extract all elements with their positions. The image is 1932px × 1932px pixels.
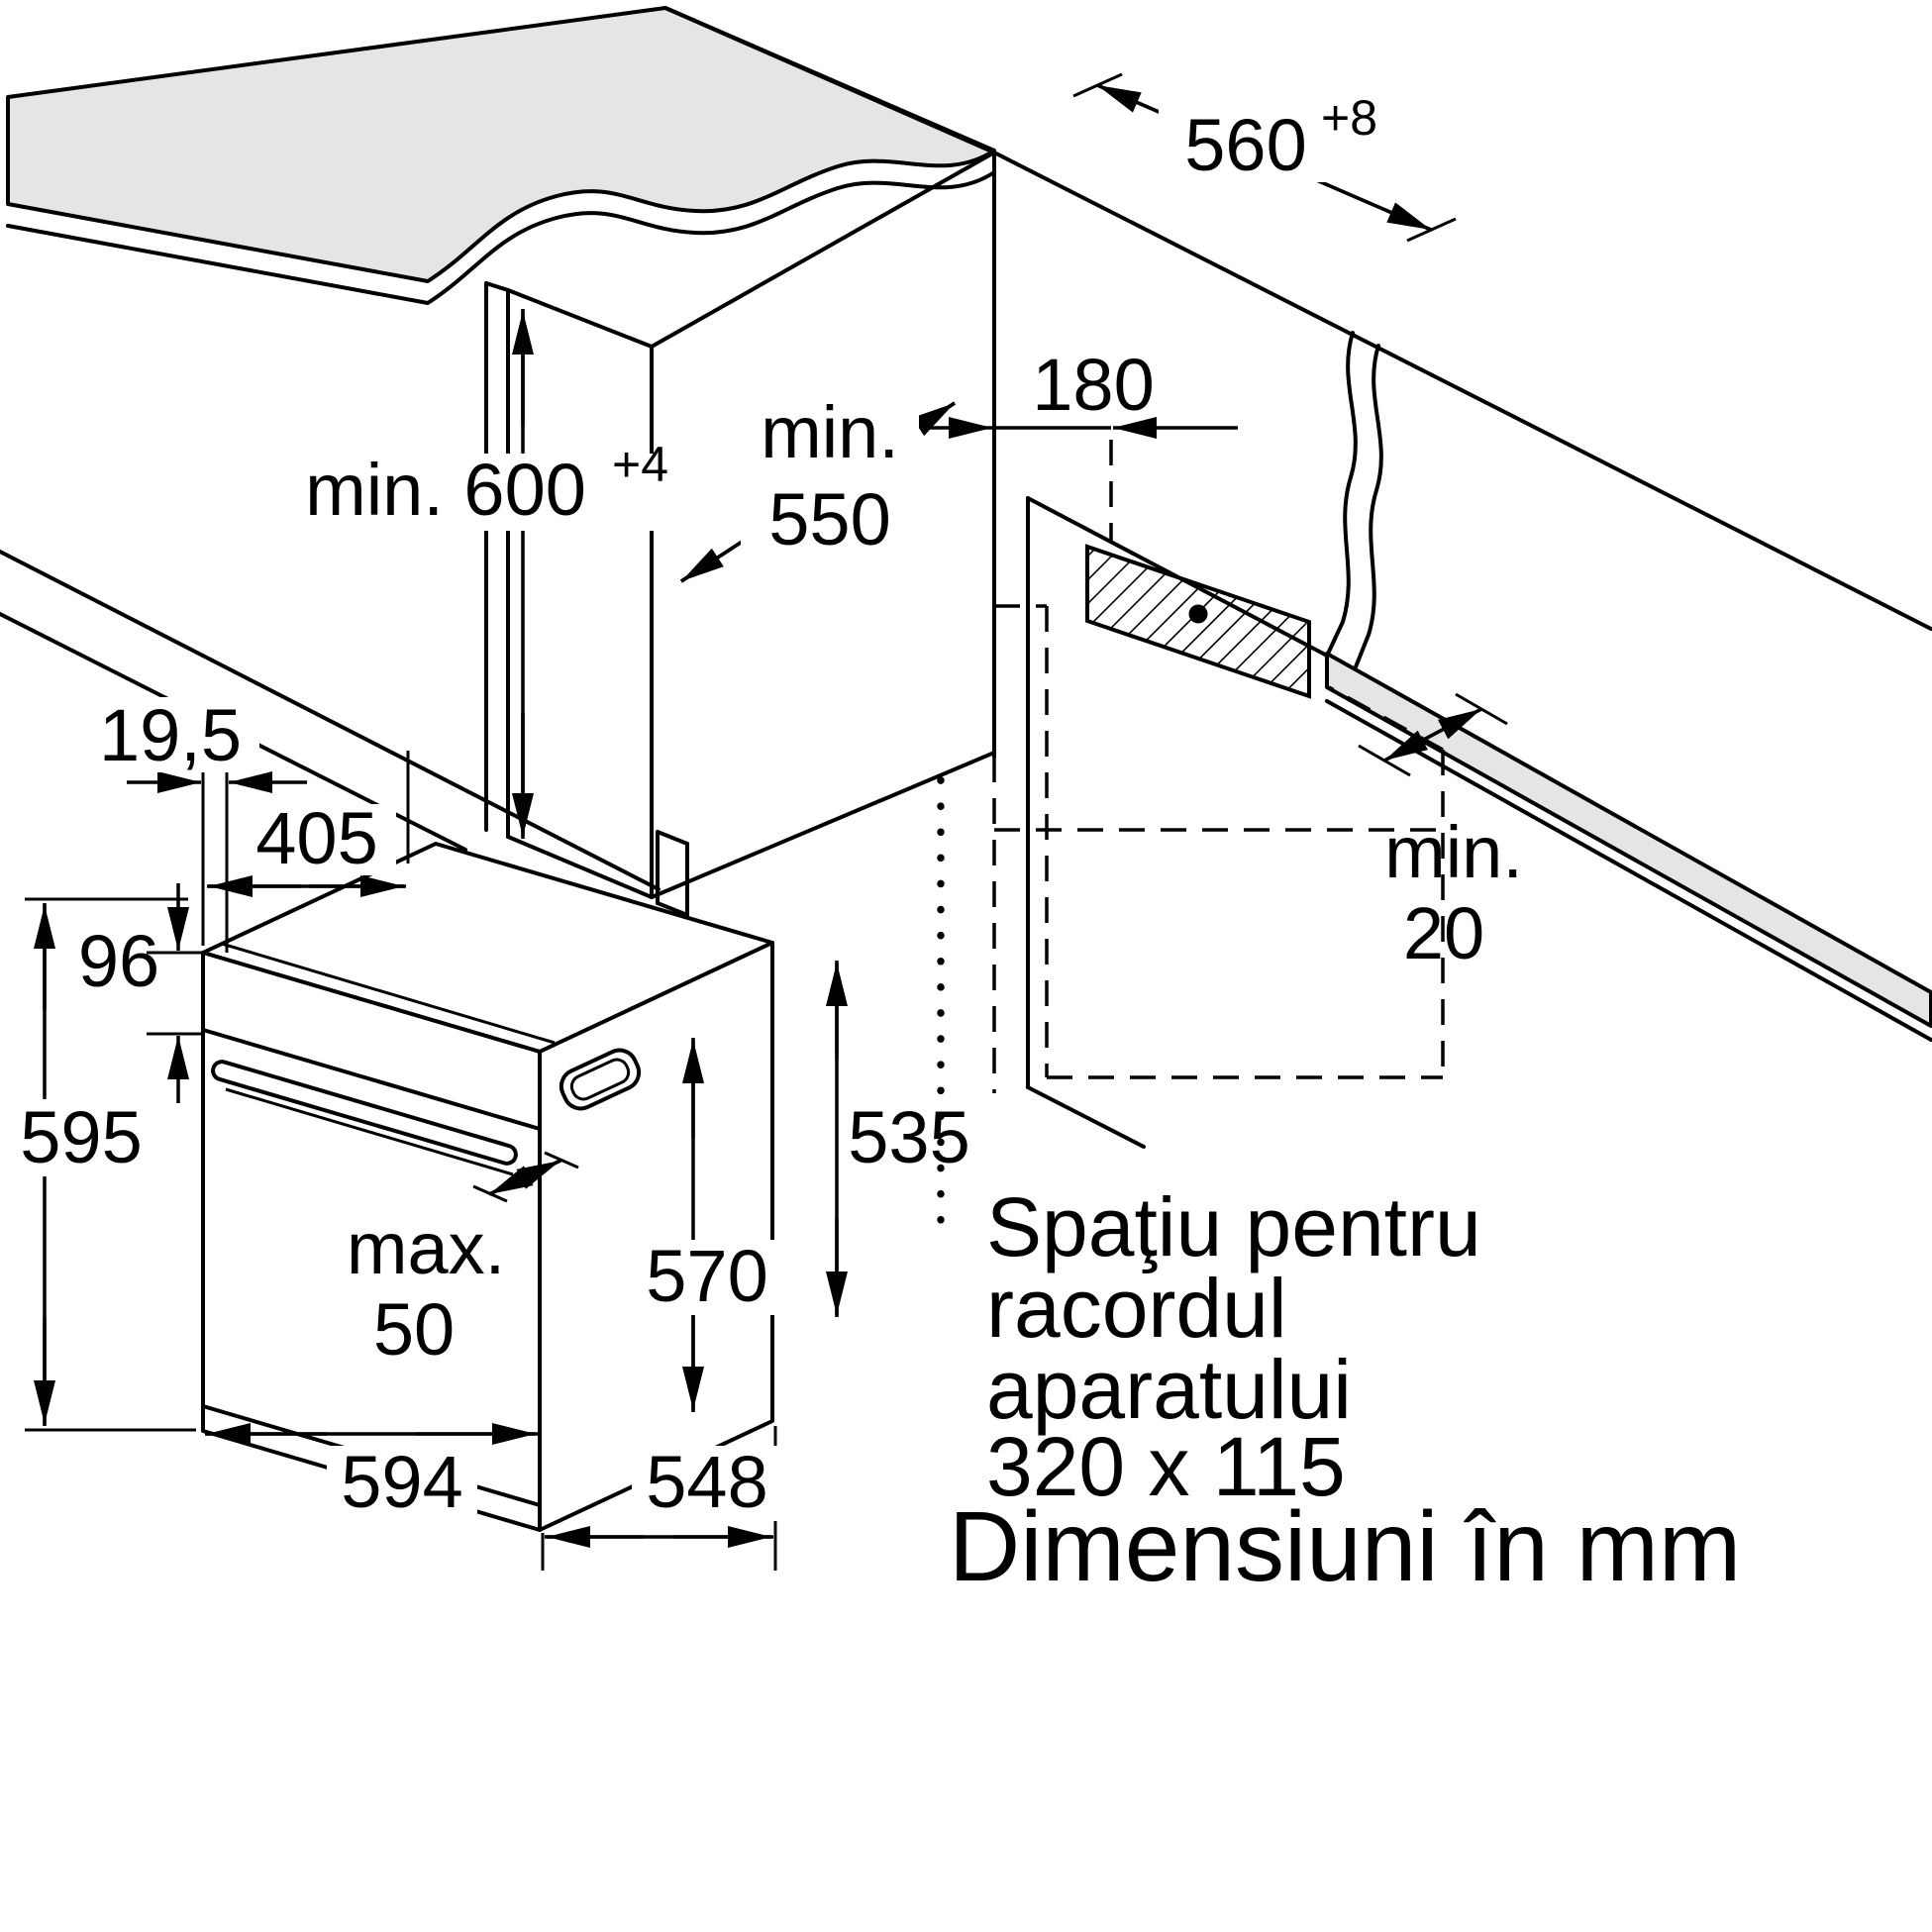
note-line-4: 320 x 115	[986, 1420, 1346, 1513]
label-handle-value: 50	[373, 1288, 455, 1371]
wall-top-edge	[992, 151, 1932, 631]
ext-line	[544, 1151, 579, 1169]
oven-top-inner-line	[221, 942, 556, 1045]
note-line-2: racordul	[986, 1262, 1286, 1355]
label-niche-height-tolerance: +4	[612, 437, 668, 492]
door-handle	[211, 1060, 518, 1166]
label-body-height: 535	[848, 1096, 969, 1178]
cabinet-row-edge-upper	[0, 550, 661, 891]
right-worktop-band	[1325, 652, 1932, 1028]
worktop-end-edge	[663, 6, 996, 154]
torn-wall-edge-1	[1325, 331, 1358, 658]
label-oven-width: 594	[341, 1441, 462, 1523]
hidden-edges	[992, 604, 1445, 1093]
label-door-height: 570	[646, 1235, 767, 1317]
worktop-left	[6, 6, 996, 305]
label-handle-max: max.	[347, 1207, 505, 1289]
label-connection-offset: 180	[1032, 344, 1154, 426]
label-niche-width: 560	[1184, 104, 1306, 186]
label-backgrounds	[16, 103, 1386, 1521]
torn-wall-edge-2	[1353, 344, 1383, 671]
right-cabinet-bottom-edge	[1026, 1085, 1146, 1149]
label-top-depth: 405	[255, 797, 377, 879]
worktop-thickness-edge	[6, 170, 996, 305]
connection-note: Spaţiu pentru racordul aparatului 320 x …	[986, 1180, 1481, 1513]
label-control-panel-height: 96	[78, 920, 159, 1002]
label-oven-height: 595	[20, 1096, 142, 1178]
dim-handle-arrow	[488, 1159, 561, 1196]
side-grip-cutout	[559, 1048, 642, 1111]
control-panel-lower-edge	[201, 1028, 542, 1131]
note-line-1: Spaţiu pentru	[986, 1180, 1481, 1273]
label-rear-gap-min: min.	[1384, 811, 1523, 893]
niche-top-front-edge	[506, 288, 654, 349]
niche-ceiling-edge	[650, 151, 996, 349]
right-section	[992, 151, 1932, 1149]
dimension-labels: 560 +8 min. 600 +4 min. 550 180 min. 20 …	[20, 90, 1523, 1523]
label-niche-height: min. 600	[305, 449, 586, 531]
niche-cabinet	[0, 6, 996, 917]
label-body-depth: 548	[646, 1441, 767, 1523]
worktop-surface	[6, 6, 996, 283]
oven	[201, 842, 774, 1532]
label-niche-width-tolerance: +8	[1321, 90, 1377, 146]
label-fascia-overhang: 19,5	[99, 694, 242, 776]
note-line-3: aparatului	[986, 1343, 1352, 1436]
label-niche-depth-value: 550	[768, 478, 890, 560]
dim-rear-gap-arrow	[1383, 707, 1482, 763]
plinth-foot	[656, 830, 689, 917]
niche-left-top-cap	[484, 281, 510, 292]
connection-point-dot	[1188, 604, 1208, 624]
units-footer: Dimensiuni în mm	[949, 1491, 1741, 1602]
label-rear-gap-value: 20	[1403, 892, 1484, 974]
ext-line	[1406, 217, 1457, 243]
niche-floor-front-edge	[506, 835, 654, 899]
niche-floor-side-edge	[650, 751, 996, 899]
handle-shadow-line	[225, 1087, 514, 1176]
label-niche-depth-min: min.	[761, 391, 899, 473]
